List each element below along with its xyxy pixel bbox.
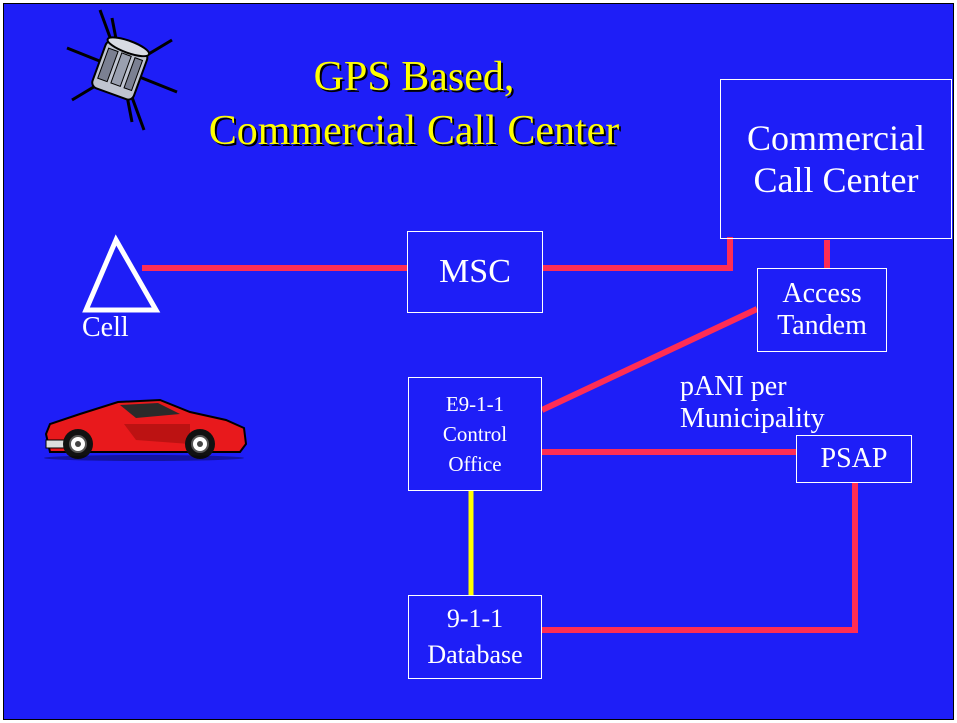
cell-label: Cell	[82, 312, 129, 343]
msc-box: MSC	[407, 231, 543, 313]
psap-label: PSAP	[820, 443, 888, 474]
e911-line-3: Office	[448, 452, 502, 476]
e911-control-office-box: E9-1-1 Control Office	[408, 377, 542, 491]
psap-box: PSAP	[796, 435, 912, 483]
db-line-2: Database	[427, 640, 523, 669]
slide: GPS Based, Commercial Call Center Commer…	[3, 3, 954, 720]
db-psap-line	[542, 483, 858, 633]
satellite-icon	[66, 9, 178, 131]
msc-label: MSC	[439, 253, 511, 290]
commercial-call-center-box: Commercial Call Center	[720, 79, 952, 239]
tandem-line-2: Tandem	[777, 310, 867, 341]
pani-line-2: Municipality	[680, 403, 825, 434]
sports-car-icon	[44, 398, 248, 461]
title-line-2: Commercial Call Center	[208, 108, 620, 154]
ccc-line-1: Commercial	[747, 118, 925, 158]
e911-line-2: Control	[442, 422, 508, 446]
connection-lines	[44, 9, 858, 633]
access-tandem-box: Access Tandem	[757, 268, 887, 352]
db-line-1: 9-1-1	[446, 604, 504, 633]
pani-line-1: pANI per	[680, 371, 787, 402]
pani-annotation: pANI per Municipality	[680, 371, 825, 435]
e911-tandem-line	[540, 306, 759, 413]
msc-ccc-line	[543, 237, 733, 271]
cell-tower-icon	[82, 234, 161, 313]
tandem-line-1: Access	[782, 278, 862, 309]
ccc-line-2: Call Center	[753, 160, 919, 200]
database-box: 9-1-1 Database	[408, 595, 542, 679]
slide-title: GPS Based, Commercial Call Center	[104, 50, 724, 158]
title-line-1: GPS Based,	[313, 54, 515, 100]
e911-line-1: E9-1-1	[445, 392, 505, 416]
